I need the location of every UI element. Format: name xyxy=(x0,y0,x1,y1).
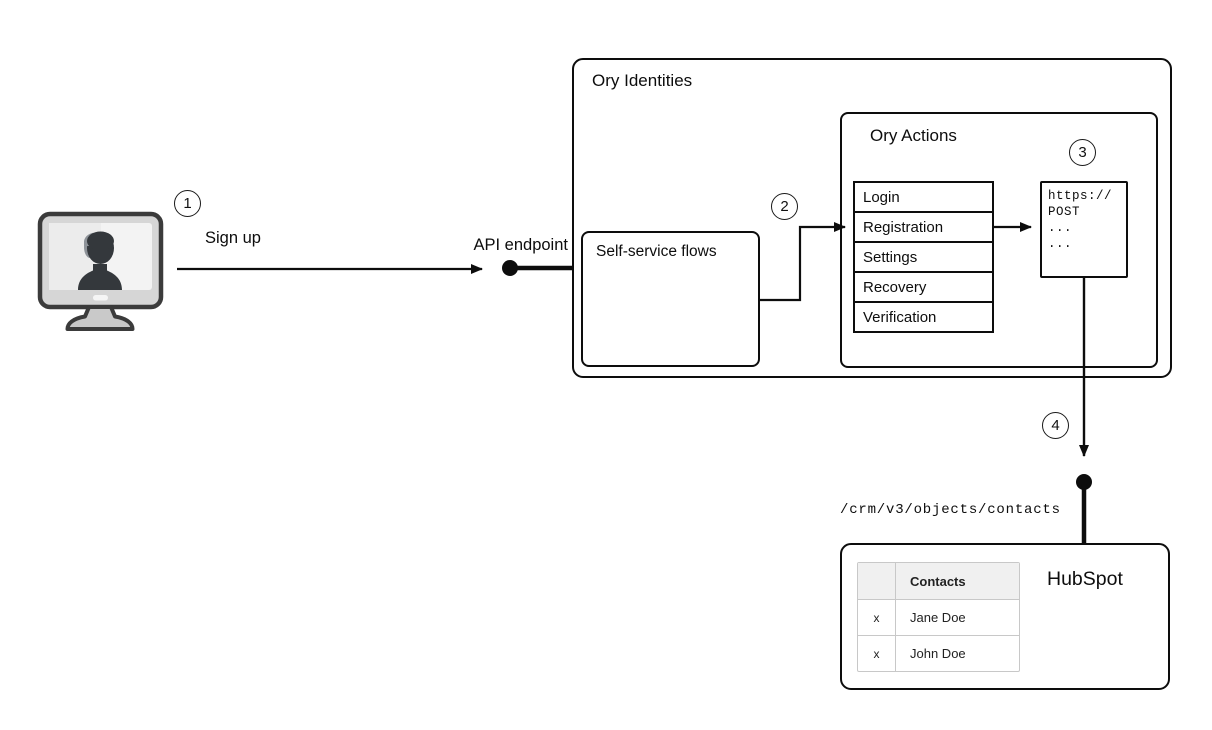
flow-item-registration: Registration xyxy=(853,211,994,243)
flow-item-recovery: Recovery xyxy=(853,271,994,303)
table-row: x Jane Doe xyxy=(858,599,1019,635)
contacts-table-corner-cell xyxy=(858,563,896,599)
code-line: https:// xyxy=(1048,189,1113,203)
contacts-table-header-cell: Contacts xyxy=(910,573,966,589)
person-silhouette-icon xyxy=(78,231,122,290)
flow-item-verification: Verification xyxy=(853,301,994,333)
hubspot-endpoint-path: /crm/v3/objects/contacts xyxy=(840,502,1061,518)
table-row: x John Doe xyxy=(858,635,1019,671)
step-number: 4 xyxy=(1051,417,1060,434)
webhook-request-box: https:// POST ... ... xyxy=(1040,181,1128,278)
row-name-cell: Jane Doe xyxy=(910,610,966,625)
code-line: ... xyxy=(1048,221,1073,235)
contacts-table: Contacts x Jane Doe x John Doe xyxy=(857,562,1020,672)
code-line: ... xyxy=(1048,237,1073,251)
user-device-icon xyxy=(37,211,164,331)
step-badge-1: 1 xyxy=(174,190,201,217)
ory-actions-box: Ory Actions xyxy=(840,112,1158,368)
step-badge-3: 3 xyxy=(1069,139,1096,166)
ory-identities-box: Ory Identities xyxy=(572,58,1172,378)
step-number: 1 xyxy=(183,195,192,212)
self-service-flows-box: Self-service flows xyxy=(581,231,760,367)
api-endpoint-dot xyxy=(502,260,518,276)
row-name-cell: John Doe xyxy=(910,646,966,661)
code-line: POST xyxy=(1048,205,1081,219)
self-service-flows-title: Self-service flows xyxy=(596,243,717,260)
hubspot-box: HubSpot Contacts x Jane Doe x John Doe xyxy=(840,543,1170,690)
step-badge-4: 4 xyxy=(1042,412,1069,439)
ory-actions-title: Ory Actions xyxy=(870,126,957,145)
signup-label: Sign up xyxy=(205,229,261,247)
flow-list: Login Registration Settings Recovery Ver… xyxy=(853,181,994,333)
row-mark-cell: x xyxy=(858,600,896,635)
row-mark-cell: x xyxy=(858,636,896,671)
contacts-table-header-row: Contacts xyxy=(858,563,1019,599)
step-number: 3 xyxy=(1078,144,1087,161)
hubspot-endpoint-dot xyxy=(1076,474,1092,490)
ory-identities-title: Ory Identities xyxy=(592,71,693,90)
hubspot-title: HubSpot xyxy=(1047,568,1123,590)
step-number: 2 xyxy=(780,198,789,215)
step-badge-2: 2 xyxy=(771,193,798,220)
flow-item-login: Login xyxy=(853,181,994,213)
flow-item-settings: Settings xyxy=(853,241,994,273)
api-endpoint-label: API endpoint xyxy=(473,236,569,254)
